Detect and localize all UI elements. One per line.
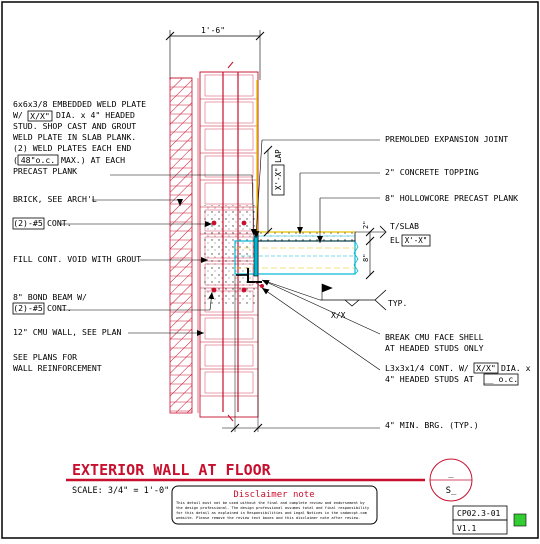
callout-cmu-wall: 12" CMU WALL, SEE PLAN <box>13 327 122 337</box>
callout-weld-plate-1: 6x6x3/8 EMBEDDED WELD PLATE <box>13 99 146 109</box>
right-leaders <box>253 139 381 371</box>
wall-width-dimension: 1'-6" <box>165 26 265 80</box>
callout-fill-void: FILL CONT. VOID WITH GROUT <box>13 254 141 264</box>
callout-paren-open: ( <box>13 155 18 165</box>
callout-weld-plate-2-prefix: W/ <box>13 110 23 120</box>
callout-angle-1-suffix: DIA. x <box>501 363 531 373</box>
weld-size-label: X/X <box>331 311 346 320</box>
cmu-cell <box>204 128 254 151</box>
callout-angle-1-box: X/X" <box>476 363 496 373</box>
callout-bond-beam-2-box: (2)-#5 <box>13 303 43 313</box>
tslab-marker: T/SLAB EL X'-X" <box>355 222 431 247</box>
tslab-label: T/SLAB <box>390 222 419 231</box>
section-top: _ <box>448 469 454 479</box>
version: V1.1 <box>457 524 476 533</box>
detail-number: CP02.3-01 <box>457 509 501 518</box>
callout-weld-plate-2-suffix: DIA. x 4" HEADED <box>56 110 135 120</box>
disclaimer-heading: Disclaimer note <box>233 490 314 500</box>
callout-brick: BRICK, SEE ARCH'L <box>13 194 97 204</box>
disclaimer-line: website. Please remove the review text b… <box>176 516 360 520</box>
version-box <box>452 519 508 535</box>
grout-fill <box>203 205 255 305</box>
el-label: EL <box>390 236 400 245</box>
callout-bond-beam-2-suffix: CONT. <box>47 303 72 313</box>
weld-symbol: X/X TYP. <box>261 279 407 320</box>
detail-scale: SCALE: 3/4" = 1'-0" <box>72 486 169 496</box>
wall-width-label: 1'-6" <box>201 26 225 35</box>
callout-break-cmu-2: AT HEADED STUDS ONLY <box>385 343 484 353</box>
section-bottom: S_ <box>446 486 457 496</box>
callout-see-plans-1: SEE PLANS FOR <box>13 352 77 362</box>
callout-weld-plate-4: WELD PLATE IN SLAB PLANK. <box>13 132 136 142</box>
bearing-dimension <box>222 275 380 433</box>
callout-weld-plate-7: PRECAST PLANK <box>13 166 77 176</box>
disclaimer-line: This detail must not be used without the… <box>176 501 365 505</box>
callout-angle-2-prefix: 4" HEADED STUDS AT <box>385 374 474 384</box>
bond-beam-bars <box>211 220 247 293</box>
callout-weld-plate-2-box: X/X" <box>30 111 50 121</box>
callout-weld-plate-5: (2) WELD PLATES EACH END <box>13 143 131 153</box>
status-indicator <box>513 513 527 527</box>
typ-label: TYP. <box>388 299 407 308</box>
callout-topping: 2" CONCRETE TOPPING <box>385 167 479 177</box>
callout-cont1-box: (2)-#5 <box>13 218 43 228</box>
left-leaders <box>60 174 257 336</box>
callout-expansion-joint: PREMOLDED EXPANSION JOINT <box>385 134 508 144</box>
disclaimer-line: the design professional. The design prof… <box>176 506 370 510</box>
callout-angle-2-box: __ o.c. <box>484 374 519 384</box>
cmu-cell <box>204 317 254 340</box>
callout-break-cmu-1: BREAK CMU FACE SHELL <box>385 332 484 342</box>
cmu-cell <box>204 74 254 97</box>
cmu-cell <box>204 371 254 394</box>
callout-hollowcore: 8" HOLLOWCORE PRECAST PLANK <box>385 193 518 203</box>
callout-weld-plate-3: STUD. SHOP CAST AND GROUT <box>13 121 136 131</box>
disclaimer-line: for this detail as explained in Responsi… <box>176 511 368 515</box>
title-block: EXTERIOR WALL AT FLOOR SCALE: 3/4" = 1'-… <box>66 458 527 535</box>
expansion-joint <box>253 235 259 277</box>
callout-min-bearing: 4" MIN. BRG. (TYP.) <box>385 420 479 430</box>
height-8-label: 8" <box>362 254 370 262</box>
height-2-label: 2" <box>362 221 370 229</box>
cmu-cell <box>204 182 254 205</box>
detail-title: EXTERIOR WALL AT FLOOR <box>72 461 272 479</box>
disclaimer-box <box>171 485 378 525</box>
lap-dimension: X'-X" LAP <box>263 145 285 237</box>
lap-bar <box>256 80 355 233</box>
callout-weld-plate-6-box: 48"o.c. <box>21 155 56 165</box>
callout-angle-1-prefix: L3x3x1/4 CONT. W/ <box>385 363 469 373</box>
vertical-reinforcement <box>222 61 239 422</box>
cmu-cell <box>204 155 254 178</box>
lap-label: X'-X" LAP <box>274 149 283 190</box>
el-value: X'-X" <box>405 236 428 245</box>
concrete-topping <box>257 231 356 242</box>
brick-veneer <box>169 77 193 414</box>
cmu-cell <box>204 344 254 367</box>
callout-cont1-suffix: CONT. <box>47 218 72 228</box>
slab-height-dimension: 8" 2" <box>362 221 375 280</box>
cmu-cell <box>204 101 254 124</box>
callout-see-plans-2: WALL REINFORCEMENT <box>13 363 102 373</box>
callout-bond-beam-1: 8" BOND BEAM W/ <box>13 292 87 302</box>
cmu-wall <box>199 71 259 418</box>
callout-weld-plate-6-suffix: MAX.) AT EACH <box>61 155 125 165</box>
